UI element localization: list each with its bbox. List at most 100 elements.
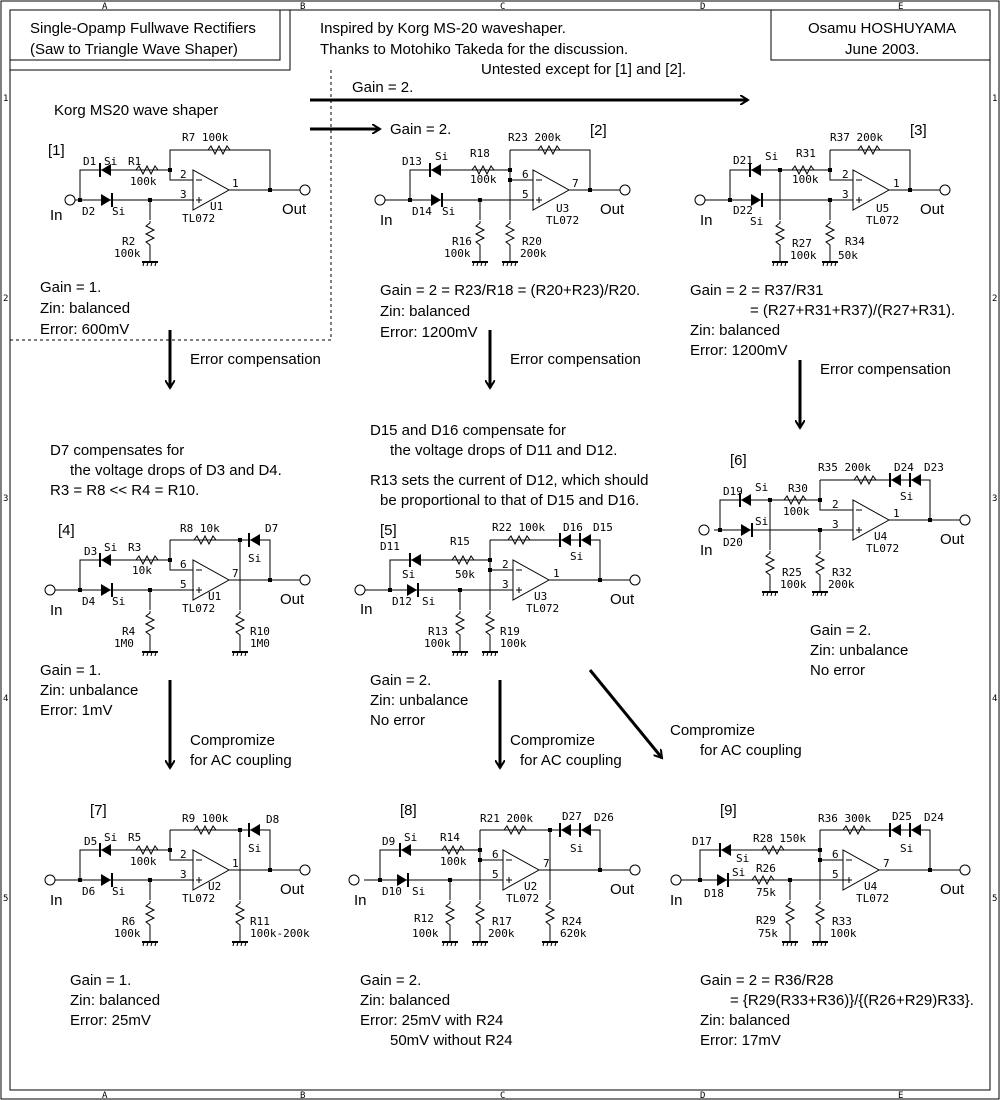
- label-r33: R33: [832, 915, 852, 928]
- arrow-compromize-3-label-1: Compromize: [670, 722, 755, 739]
- label-si: Si: [422, 595, 435, 608]
- col-label-a: A: [102, 2, 108, 12]
- title-line-2: (Saw to Triangle Wave Shaper): [30, 41, 238, 58]
- label-si: Si: [112, 595, 125, 608]
- pin-label: 7: [883, 857, 890, 870]
- label-d11: D11: [380, 540, 400, 553]
- label-si: Si: [765, 150, 778, 163]
- pin-label: 7: [232, 567, 239, 580]
- label-out: Out: [600, 201, 625, 218]
- circuit-2: [2] D13 Si R18 100k R23 200k D14 Si R16 …: [374, 122, 640, 341]
- label-r35: R35 200k: [818, 461, 871, 474]
- pin-label: 5: [180, 578, 187, 591]
- label-r27: R27: [792, 237, 812, 250]
- pin-label: 6: [492, 848, 499, 861]
- label-out: Out: [610, 881, 635, 898]
- value-r31: 100k: [792, 173, 819, 186]
- pin-label: 5: [832, 868, 839, 881]
- author-box: Osamu HOSHUYAMA June 2003.: [770, 9, 991, 61]
- label-si: Si: [112, 205, 125, 218]
- circuit-8-zin: Zin: balanced: [360, 992, 450, 1009]
- label-si: Si: [104, 831, 117, 844]
- label-r21: R21 200k: [480, 812, 533, 825]
- label-r3: R3: [128, 541, 141, 554]
- circuit-4: D7 compensates for the voltage drops of …: [40, 442, 311, 719]
- circuit-7-gain: Gain = 1.: [70, 972, 131, 989]
- arrow-error-comp-2-label: Error compensation: [510, 351, 641, 368]
- resistor-r2: [145, 220, 155, 250]
- label-r29: R29: [756, 914, 776, 927]
- label-d14: D14: [412, 205, 432, 218]
- circuit-3-error: Error: 1200mV: [690, 342, 788, 359]
- label-si: Si: [104, 541, 117, 554]
- value-r13: 100k: [424, 637, 451, 650]
- value-r18: 100k: [470, 173, 497, 186]
- label-in: In: [700, 542, 713, 559]
- label-r25: R25: [782, 566, 802, 579]
- label-in: In: [700, 212, 713, 229]
- input-terminal: [64, 194, 76, 206]
- col-label-a-bottom: A: [102, 1091, 108, 1100]
- label-si: Si: [755, 515, 768, 528]
- circuit-5-note-1: D15 and D16 compensate for: [370, 422, 566, 439]
- label-r5: R5: [128, 831, 141, 844]
- circuit-9-zin: Zin: balanced: [700, 1012, 790, 1029]
- label-si: Si: [248, 842, 261, 855]
- label-d7: D7: [265, 522, 278, 535]
- label-d23: D23: [924, 461, 944, 474]
- circuit-4-tag: [4]: [58, 522, 75, 539]
- label-in: In: [50, 207, 63, 224]
- arrow-compromize-2: Compromize for AC coupling: [500, 680, 622, 769]
- circuit-1-zin: Zin: balanced: [40, 300, 130, 317]
- label-opamp: TL072: [182, 892, 215, 905]
- pin-label: 6: [180, 558, 187, 571]
- label-d18: D18: [704, 887, 724, 900]
- label-d1: D1: [83, 155, 96, 168]
- arrow-compromize-1-label-2: for AC coupling: [190, 752, 292, 769]
- label-d9: D9: [382, 835, 395, 848]
- value-r1: 100k: [130, 175, 157, 188]
- col-label-c: C: [500, 2, 505, 12]
- circuit-5-gain: Gain = 2.: [370, 672, 431, 689]
- circuit-5-note-2: the voltage drops of D11 and D12.: [390, 442, 617, 459]
- label-in: In: [380, 212, 393, 229]
- label-opamp: TL072: [866, 214, 899, 227]
- pin-label: 5: [492, 868, 499, 881]
- label-d21: D21: [733, 154, 753, 167]
- label-in: In: [670, 892, 683, 909]
- circuit-5-tag: [5]: [380, 522, 397, 539]
- value-r34: 50k: [838, 249, 858, 262]
- note-thanks: Thanks to Motohiko Takeda for the discus…: [320, 41, 628, 58]
- value-r30: 100k: [783, 505, 810, 518]
- arrow-compromize-1: Compromize for AC coupling: [170, 680, 292, 769]
- label-out: Out: [920, 201, 945, 218]
- label-si: Si: [435, 150, 448, 163]
- label-r19: R19: [500, 625, 520, 638]
- row-label-2-right: 2: [992, 294, 997, 304]
- row-label-5-right: 5: [992, 894, 997, 904]
- circuit-3-gain-formula: = (R27+R31+R37)/(R27+R31).: [750, 302, 955, 319]
- label-r12: R12: [414, 912, 434, 925]
- arrow-gain-long: Gain = 2.: [310, 79, 748, 100]
- circuit-7-tag: [7]: [90, 802, 107, 819]
- label-r15: R15: [450, 535, 470, 548]
- circuit-7: [7] D5 Si R5 100k R9 100k D8 Si D6 Si R6…: [44, 802, 311, 1029]
- label-si: Si: [112, 885, 125, 898]
- col-label-c-bottom: C: [500, 1091, 505, 1100]
- circuit-6: [6] D19 Si Si R30 100k R35 200k D24 D23 …: [698, 452, 971, 679]
- label-r4: R4: [122, 625, 136, 638]
- label-u2: U2: [208, 880, 221, 893]
- label-opamp: TL072: [546, 214, 579, 227]
- label-d24: D24: [924, 811, 944, 824]
- label-opamp: TL072: [506, 892, 539, 905]
- label-si: Si: [412, 885, 425, 898]
- arrow-compromize-3-label-2: for AC coupling: [700, 742, 802, 759]
- value-r17: 200k: [488, 927, 515, 940]
- arrow-compromize-2-label-2: for AC coupling: [520, 752, 622, 769]
- value-r4: 1M0: [114, 637, 134, 650]
- circuit-1-error: Error: 600mV: [40, 321, 129, 338]
- label-d25: D25: [892, 810, 912, 823]
- label-si: Si: [750, 215, 763, 228]
- arrow-error-comp-3: Error compensation: [800, 360, 951, 428]
- value-r26: 75k: [756, 886, 776, 899]
